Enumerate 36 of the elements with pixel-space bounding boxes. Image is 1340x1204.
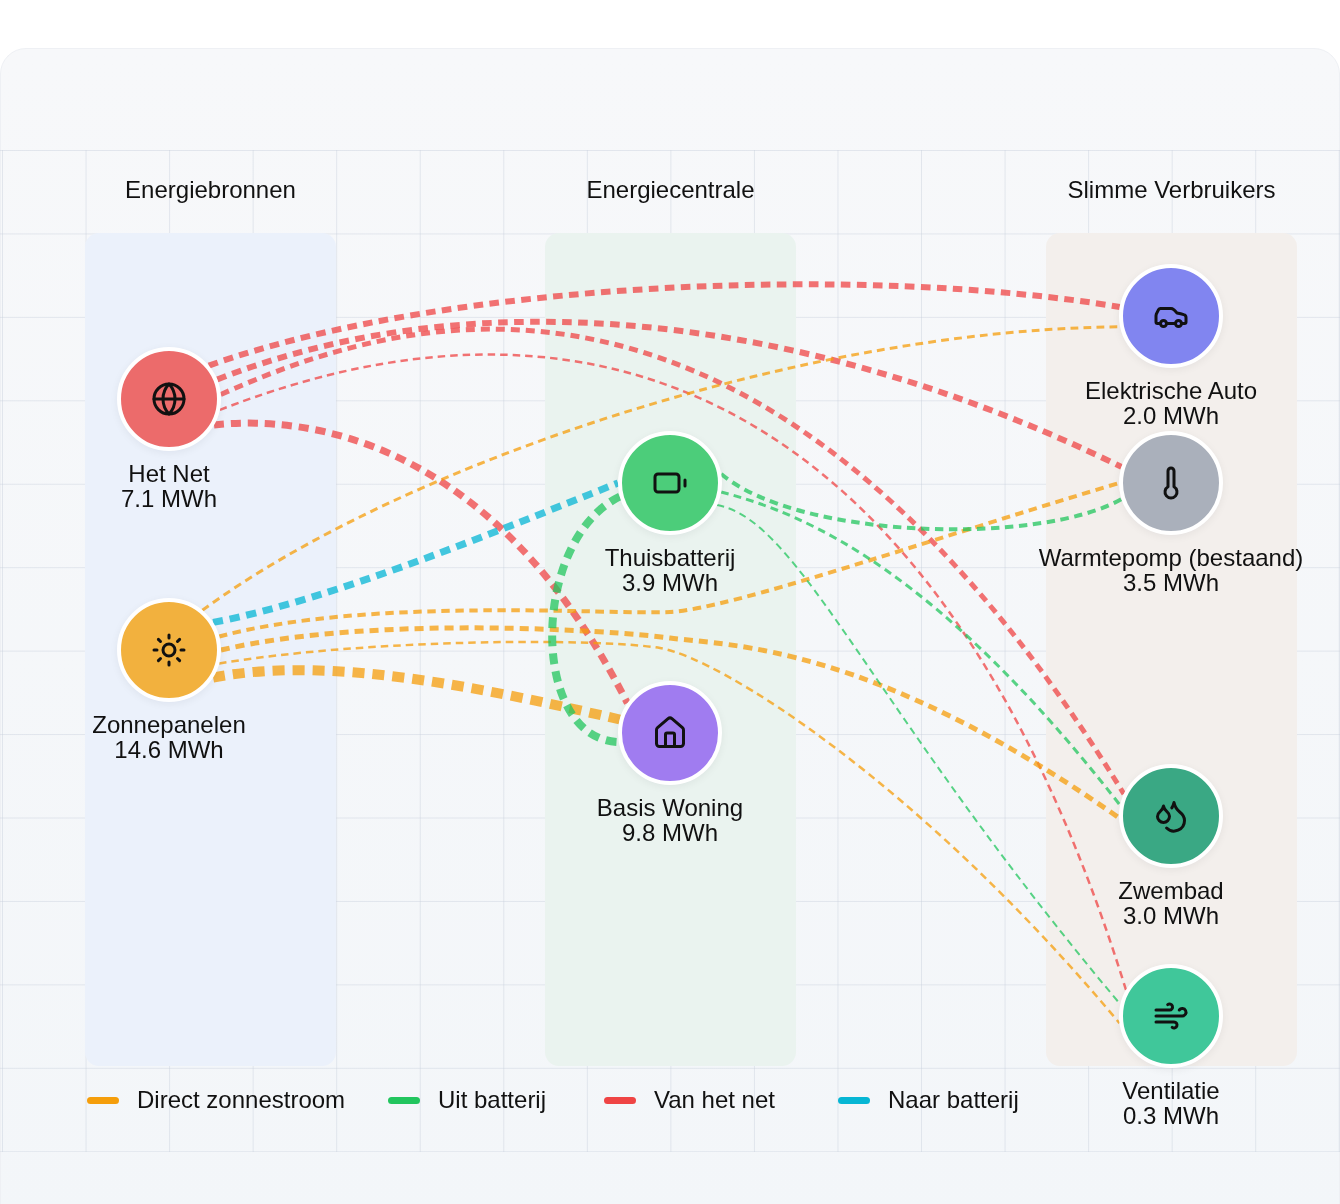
legend-label: Direct zonnestroom: [137, 1086, 346, 1114]
energy-value: 3.5 MWh: [1123, 570, 1219, 595]
node-name: Het Net: [128, 461, 210, 486]
column-heading: Slimme Verbruikers: [1067, 176, 1276, 204]
flow-connector: [218, 481, 1120, 639]
flow-connector: [219, 640, 1121, 1024]
flow-connector: [219, 353, 1128, 991]
flow-connector: [213, 419, 631, 705]
legend-label: Uit batterij: [438, 1086, 547, 1114]
node-name: Warmtepomp (bestaand): [1038, 545, 1304, 570]
flow-connector: [720, 490, 1122, 807]
flow-connector: [720, 472, 1123, 532]
flow-connector: [219, 327, 1126, 796]
node-name: Thuisbatterij: [604, 545, 736, 570]
node-name: Basis Woning: [596, 795, 744, 820]
node-name: Zonnepanelen: [92, 712, 246, 737]
flow-connector: [220, 625, 1121, 820]
node-name: Zwembad: [1118, 878, 1224, 903]
energy-value: 3.0 MWh: [1123, 903, 1219, 928]
flow-connector: [207, 281, 1121, 369]
flow-connector: [548, 493, 623, 746]
energy-value: 7.1 MWh: [121, 486, 217, 511]
column-heading: Energiecentrale: [586, 176, 755, 204]
energy-value: 2.0 MWh: [1123, 403, 1219, 428]
node-name: Ventilatie: [1122, 1078, 1220, 1103]
legend-label: Van het net: [654, 1086, 775, 1114]
flow-connector: [212, 479, 620, 626]
energy-value: 3.9 MWh: [622, 570, 718, 595]
legend-label: Naar batterij: [888, 1086, 1019, 1114]
flow-connector: [212, 665, 621, 725]
node-name: Elektrische Auto: [1084, 378, 1258, 403]
energy-value: 0.3 MWh: [1123, 1103, 1219, 1128]
energy-value: 14.6 MWh: [114, 737, 224, 762]
energy-value: 9.8 MWh: [622, 820, 718, 845]
column-heading: Energiebronnen: [125, 176, 296, 204]
flow-connector: [216, 319, 1123, 470]
